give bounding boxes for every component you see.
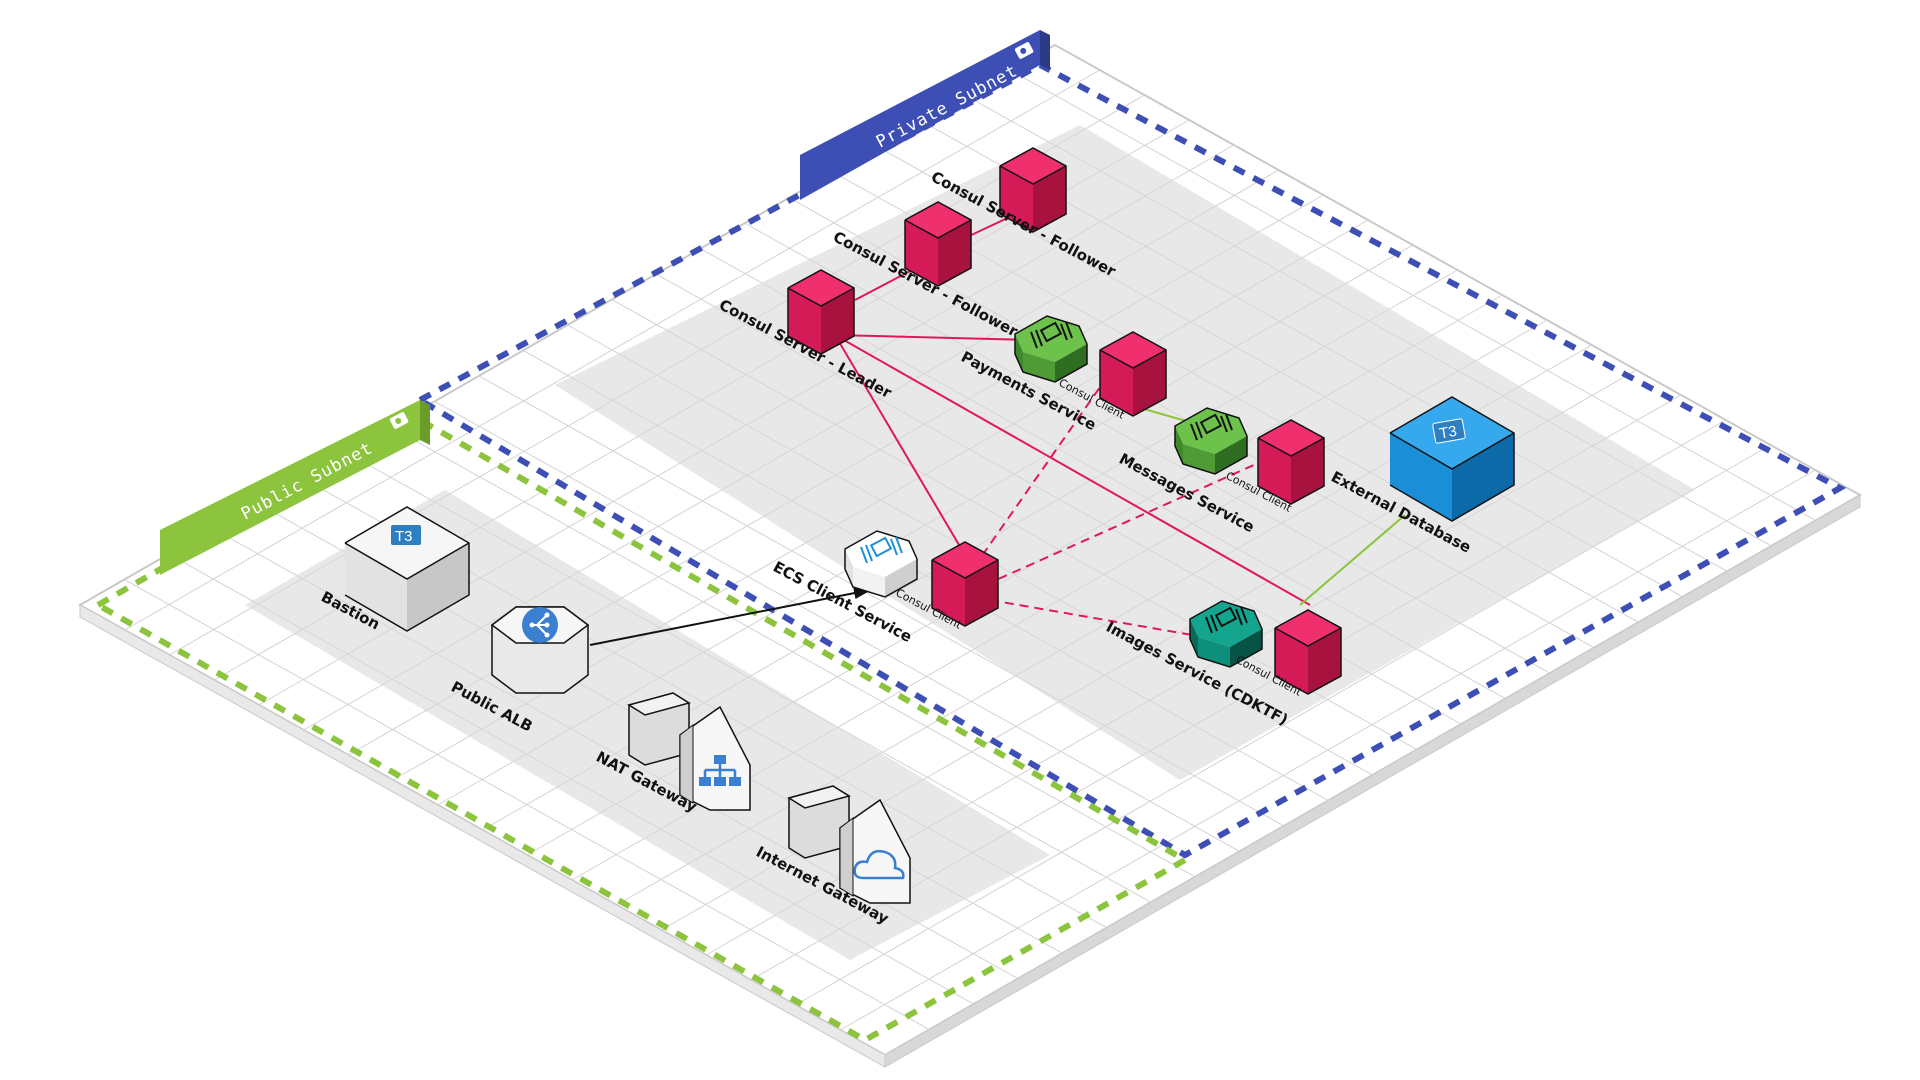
link-leader-ecs — [834, 334, 966, 556]
svg-text:T3: T3 — [1438, 423, 1458, 443]
link-leader-payments — [834, 334, 1031, 341]
ecs-container-icon — [1189, 600, 1263, 668]
cloud-icon — [787, 785, 911, 904]
ecs-container-icon — [1014, 315, 1088, 383]
nat-network-icon — [627, 692, 751, 811]
lock-icon — [389, 412, 409, 429]
grid-line — [124, 69, 1100, 631]
link-ecs-payments — [964, 379, 1106, 581]
link-leader-images — [834, 334, 1311, 606]
ec2-instance-icon: T3 — [1389, 396, 1515, 522]
internet-gateway[interactable]: Internet Gateway — [753, 785, 911, 928]
link-images-database — [1299, 514, 1406, 606]
lock-icon — [1014, 42, 1034, 59]
link-ecs-messages — [984, 459, 1266, 586]
ecs-container-icon — [844, 530, 918, 598]
load-balancer-icon — [490, 606, 590, 694]
link-alb-ecs — [589, 587, 872, 646]
ecs-container-icon — [1174, 407, 1248, 475]
connections — [589, 204, 1406, 646]
grid-line — [840, 469, 1816, 1031]
svg-text:T3: T3 — [395, 528, 413, 545]
ec2-instance-icon: T3 — [344, 506, 470, 632]
